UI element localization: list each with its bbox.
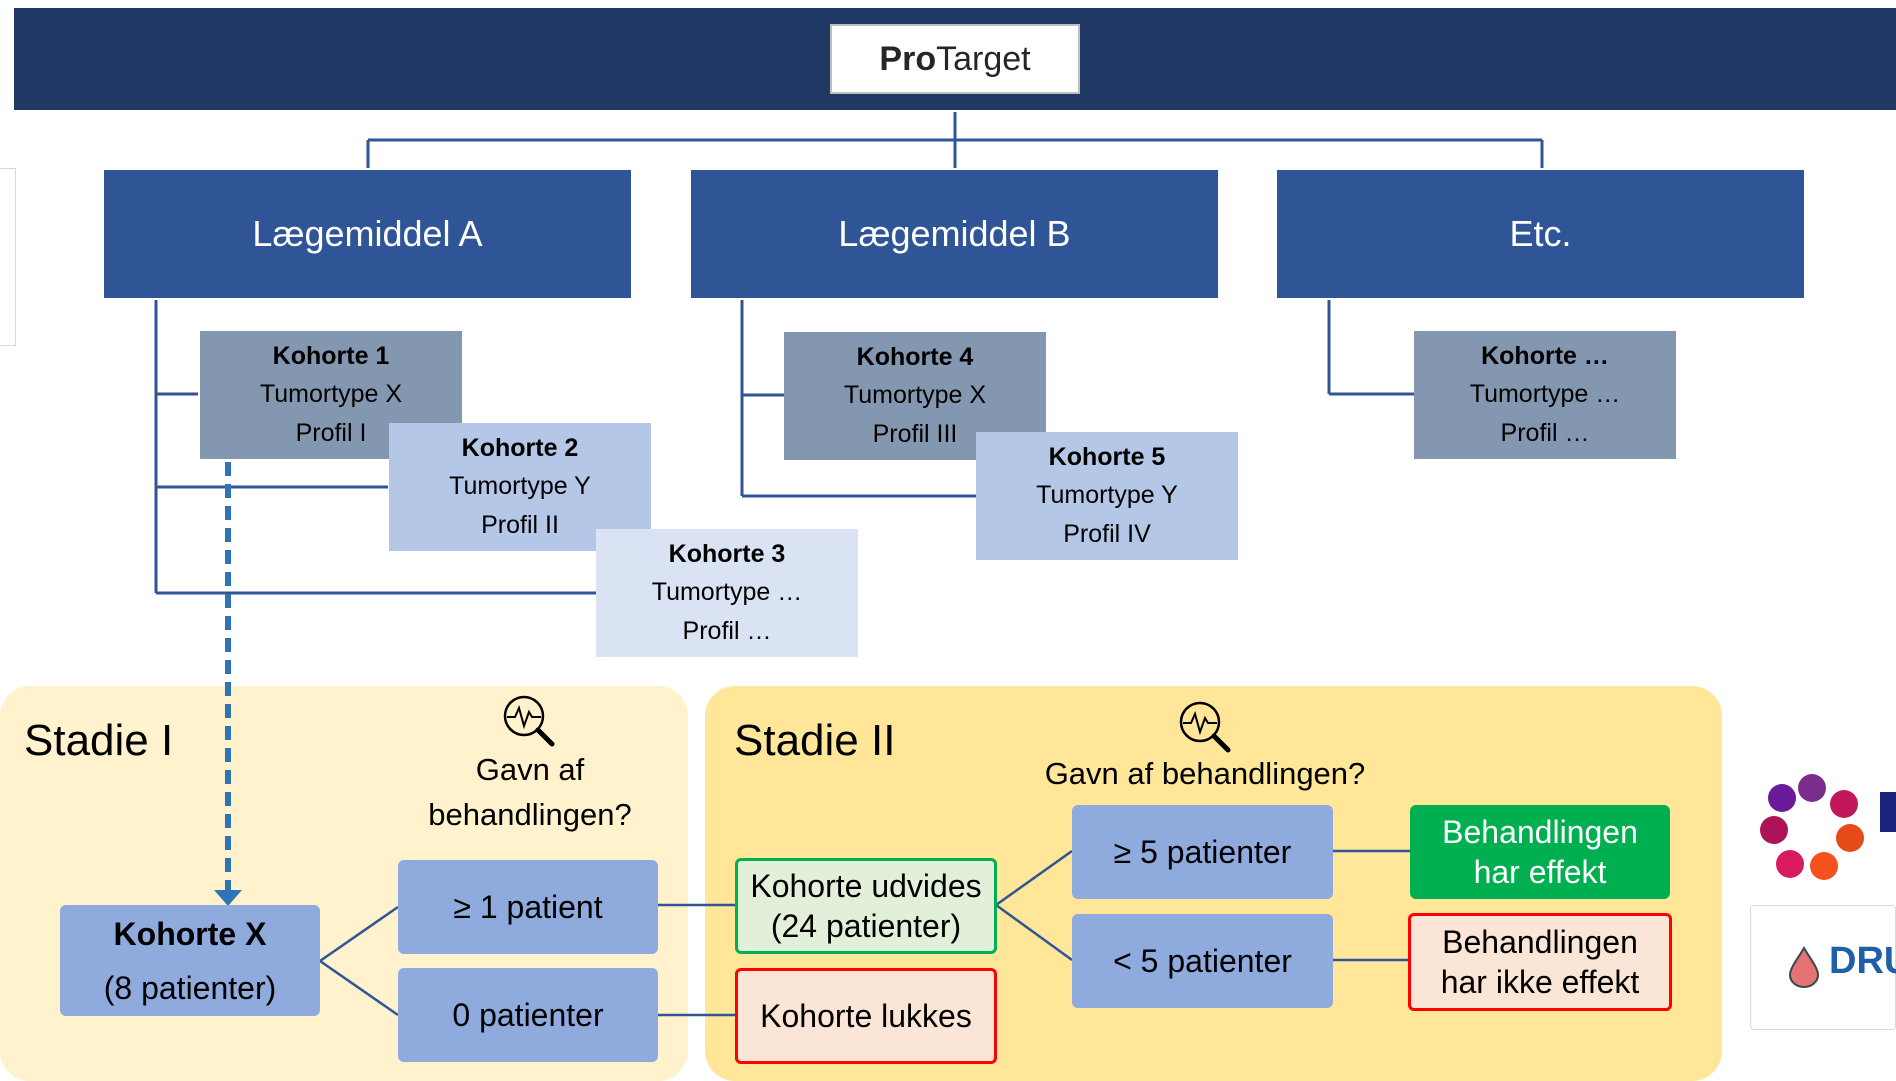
stage-2-question: Gavn af behandlingen? <box>1044 756 1366 791</box>
logo-rest-text: Target <box>936 39 1031 78</box>
question-line: Gavn af <box>475 752 585 787</box>
stage-2-yes-node: ≥ 5 patienter <box>1072 805 1333 899</box>
stage-2-title: Stadie II <box>734 716 896 765</box>
kohorte-title: Kohorte 4 <box>856 342 974 371</box>
kohorte-x-patients: (8 patienter) <box>103 969 277 1006</box>
partner-logo-text: DRU <box>1829 940 1896 982</box>
kohorte-title: Kohorte 1 <box>272 341 390 370</box>
expand-line: (24 patienter) <box>770 908 962 944</box>
kohorte-x-title: Kohorte X <box>113 915 267 952</box>
kohorte-title: Kohorte 5 <box>1048 442 1166 471</box>
kohorte-profile: Profil … <box>682 617 772 646</box>
magnifier-pulse-icon <box>1179 701 1231 753</box>
kohorte-1-box: Kohorte 1 Tumortype X Profil I <box>200 331 462 459</box>
effect-line: har effekt <box>1473 854 1607 890</box>
left-edge-box <box>0 168 16 346</box>
effect-node: Behandlingen har effekt <box>1410 805 1670 899</box>
logo-bold-text: Pro <box>879 39 937 78</box>
partner-logo-box: DRU <box>1750 905 1896 1030</box>
kohorte-x-node: Kohorte X (8 patienter) <box>60 905 320 1016</box>
question-line: behandlingen? <box>428 796 632 832</box>
no-effect-node: Behandlingen har ikke effekt <box>1408 913 1672 1011</box>
kohorte-tumor: Tumortype … <box>651 578 803 607</box>
stage-1-title: Stadie I <box>24 716 174 765</box>
kohorte-tumor: Tumortype Y <box>449 472 591 501</box>
kohorte-tumor: Tumortype Y <box>1036 481 1178 510</box>
kohorte-closed-node: Kohorte lukkes <box>735 968 997 1064</box>
kohorte-5-box: Kohorte 5 Tumortype Y Profil IV <box>976 432 1238 560</box>
kohorte-profile: Profil IV <box>1063 520 1151 549</box>
flower-logo-icon <box>1760 774 1896 880</box>
kohorte-profile: Profil III <box>872 420 958 449</box>
kohorte-profile: Profil I <box>295 419 367 448</box>
kohorte-tumor: Tumortype X <box>259 380 403 409</box>
kohorte-tumor: Tumortype … <box>1469 380 1621 409</box>
kohorte-profile: Profil II <box>481 511 559 540</box>
no-effect-line: Behandlingen <box>1442 924 1638 960</box>
stage-1-no-node: 0 patienter <box>398 968 658 1062</box>
kohorte-3-box: Kohorte 3 Tumortype … Profil … <box>596 529 858 657</box>
drug-b-box: Lægemiddel B <box>691 170 1218 298</box>
stage-1-yes-node: ≥ 1 patient <box>398 860 658 954</box>
stage-2-no-node: < 5 patienter <box>1072 914 1333 1008</box>
kohorte-profile: Profil … <box>1500 419 1590 448</box>
drug-etc-box: Etc. <box>1277 170 1804 298</box>
drop-logo-icon <box>1788 946 1820 988</box>
no-effect-line: har ikke effekt <box>1440 964 1640 1000</box>
expand-line: Kohorte udvides <box>750 868 982 904</box>
kohorte-expand-node: Kohorte udvides (24 patienter) <box>735 858 997 954</box>
magnifier-pulse-icon <box>503 695 555 747</box>
effect-line: Behandlingen <box>1442 814 1638 850</box>
drug-a-box: Lægemiddel A <box>104 170 631 298</box>
kohorte-title: Kohorte 3 <box>668 539 786 568</box>
kohorte-title: Kohorte 2 <box>461 433 579 462</box>
kohorte-tumor: Tumortype X <box>843 381 987 410</box>
stage-1-question: Gavn af behandlingen? <box>400 748 660 838</box>
kohorte-etc-box: Kohorte … Tumortype … Profil … <box>1414 331 1676 459</box>
kohorte-title: Kohorte … <box>1481 341 1609 370</box>
